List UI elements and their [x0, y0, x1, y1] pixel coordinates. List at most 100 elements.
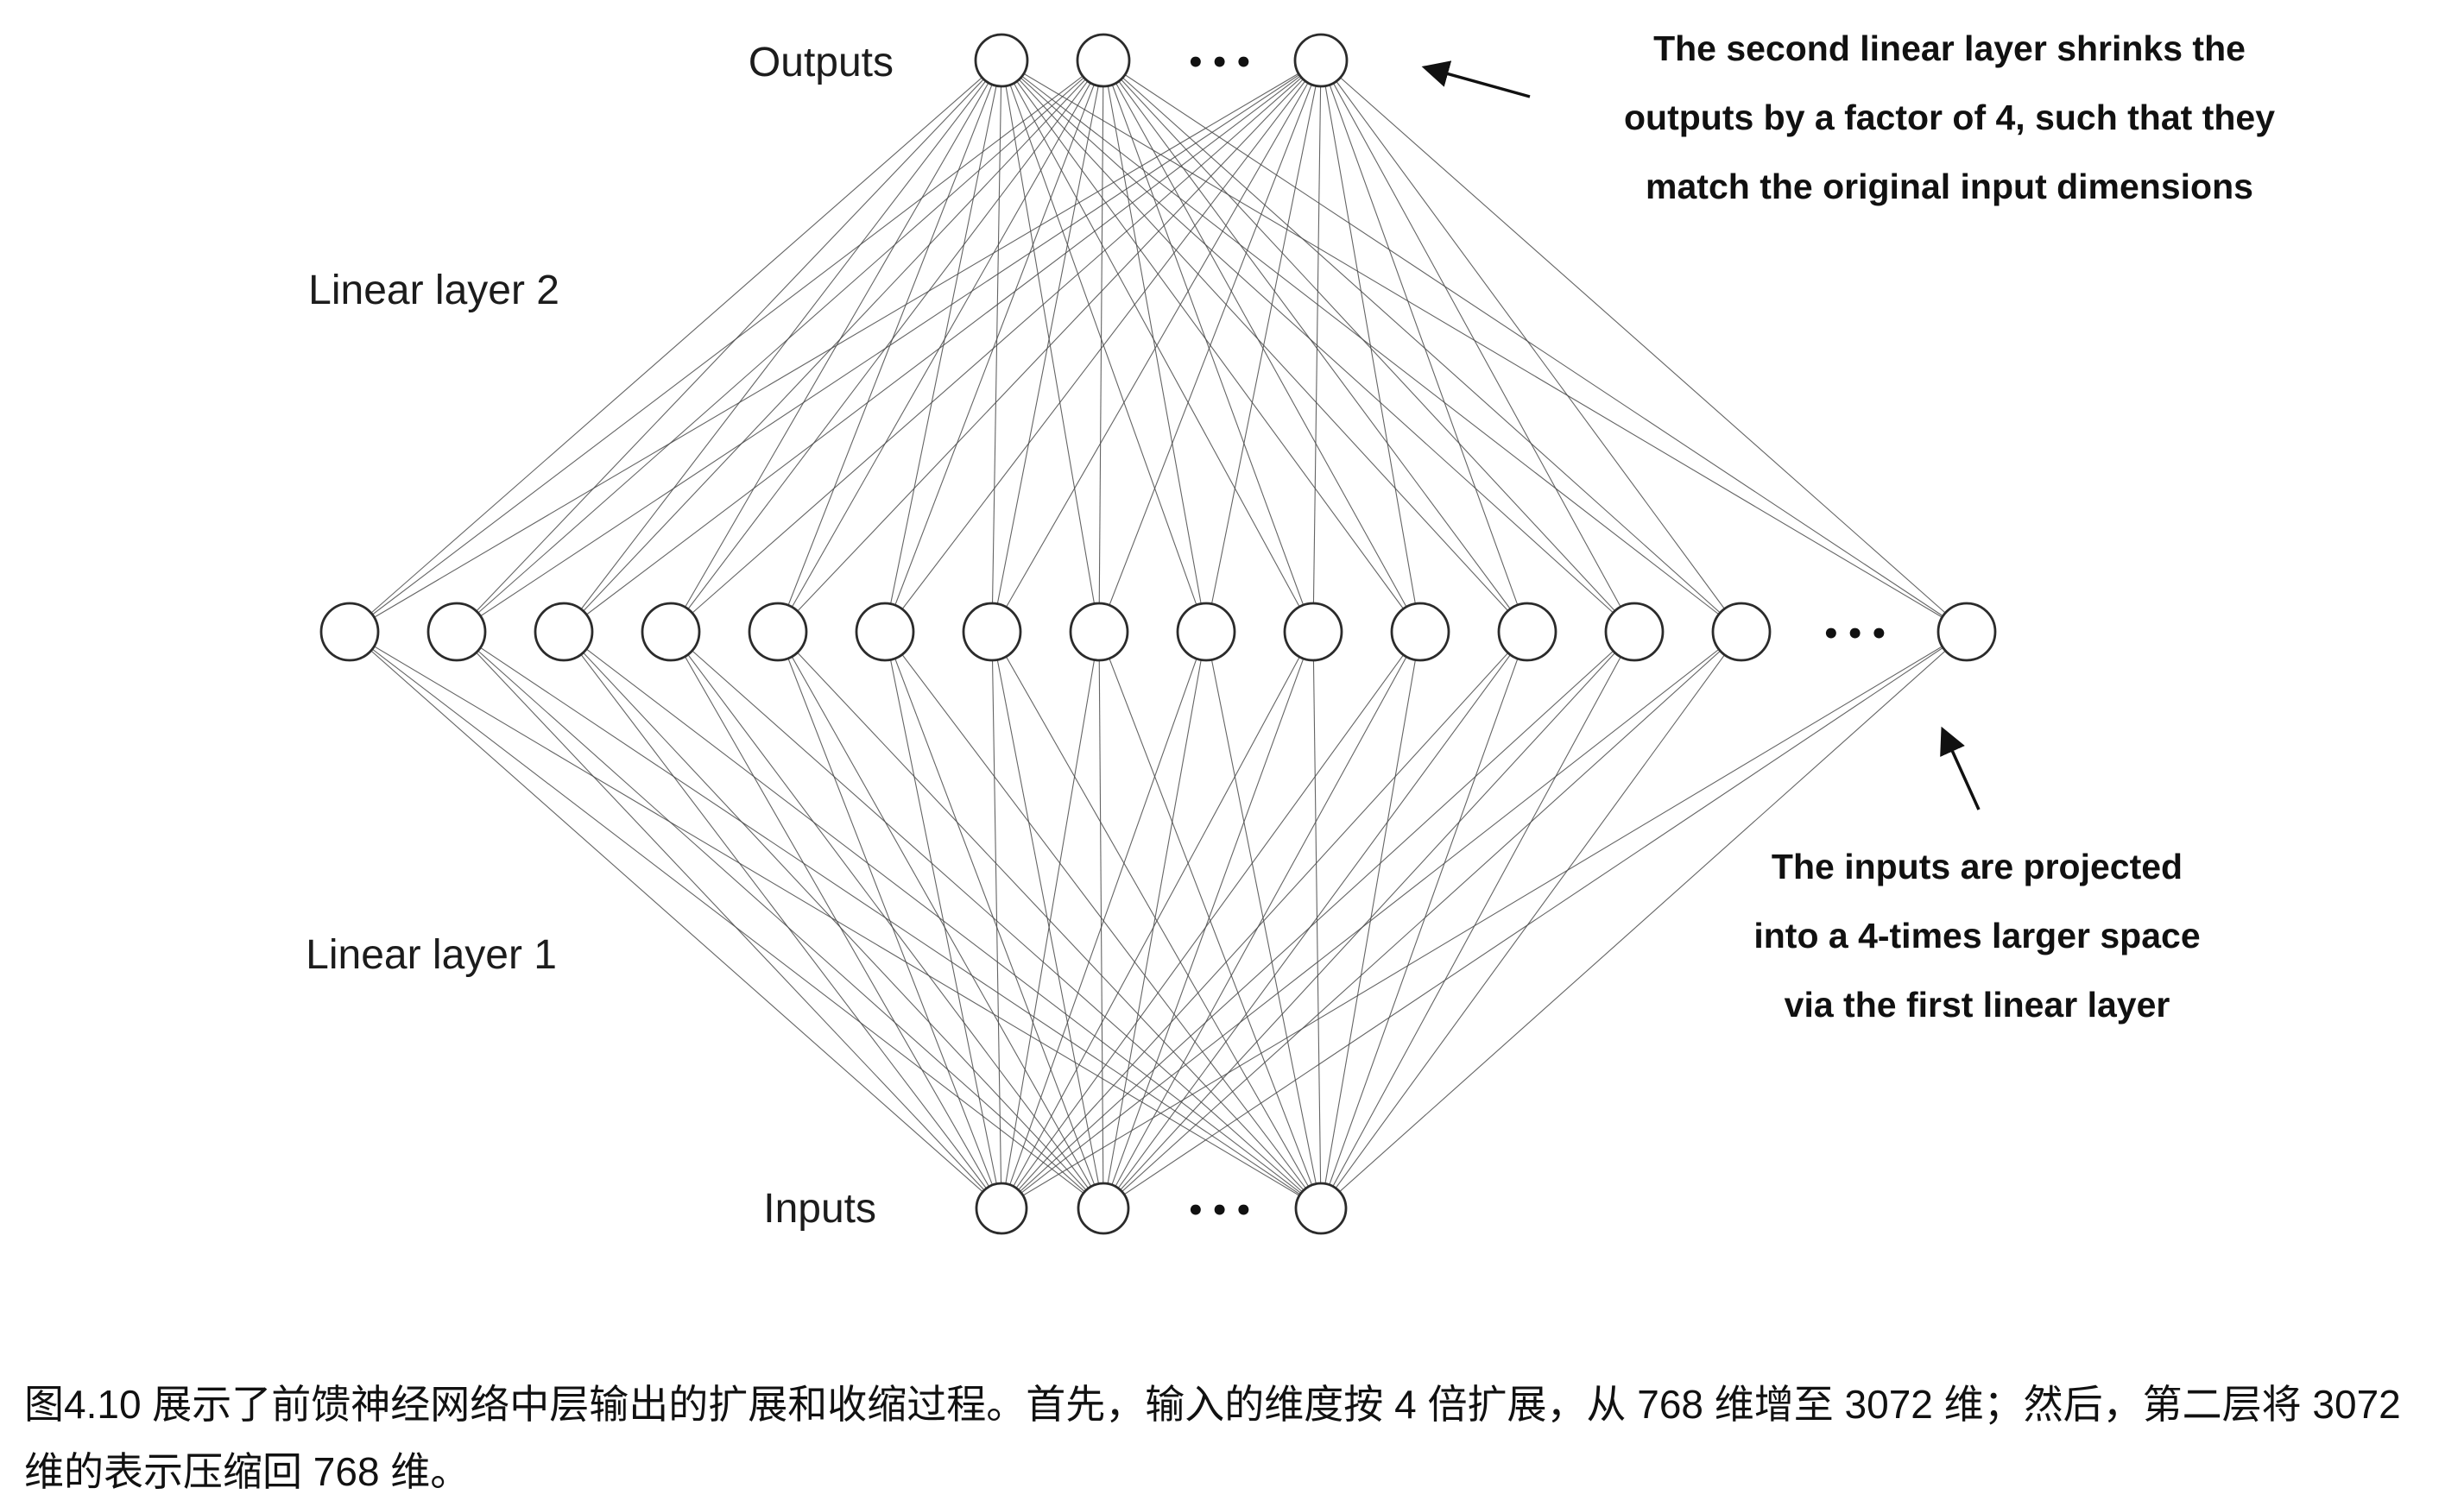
- network-node: [855, 602, 915, 662]
- network-node: [1283, 602, 1343, 662]
- network-edge: [991, 631, 1002, 1209]
- network-edge: [777, 60, 1002, 633]
- network-edge: [1320, 631, 1528, 1209]
- network-edge: [1102, 60, 1207, 633]
- network-edge: [884, 60, 1104, 633]
- network-edge: [884, 631, 1104, 1209]
- network-edge: [563, 631, 1322, 1209]
- network-node: [1069, 602, 1129, 662]
- network-edge: [1320, 631, 1742, 1209]
- network-edge: [1001, 60, 1635, 633]
- network-edge: [1001, 631, 1528, 1209]
- inputs-label: Inputs: [763, 1186, 876, 1232]
- network-edge: [1102, 60, 1421, 633]
- annotation-bottom-line-2: into a 4-times larger space: [1753, 916, 2200, 955]
- network-edge: [1320, 60, 1635, 633]
- outputs-label: Outputs: [749, 40, 894, 85]
- network-edge: [349, 631, 1104, 1209]
- network-edge: [670, 631, 1104, 1209]
- network-edge: [1001, 631, 1742, 1209]
- network-edge: [1001, 60, 1968, 633]
- annotation-bottom-line-1: The inputs are projected: [1772, 847, 2183, 886]
- network-edge: [349, 60, 1104, 633]
- network-edge: [1320, 60, 1742, 633]
- network-edge: [1320, 631, 1635, 1209]
- network-edge: [670, 60, 1322, 633]
- network-edge: [456, 631, 1002, 1209]
- annotation-bottom-line-3: via the first linear layer: [1785, 985, 2170, 1025]
- annotation-bottom-arrow: [1940, 726, 1981, 810]
- network-edge: [1098, 631, 1104, 1209]
- network-edge: [991, 60, 1322, 633]
- network-edge: [991, 631, 1104, 1209]
- network-edge: [991, 631, 1322, 1209]
- network-edge: [884, 60, 1322, 633]
- network-edge: [884, 631, 1002, 1209]
- network-edge: [1098, 60, 1322, 633]
- network-edge: [456, 60, 1104, 633]
- network-edge: [1205, 631, 1322, 1209]
- network-edge: [456, 60, 1002, 633]
- linear-layer-2-label: Linear layer 2: [308, 268, 559, 313]
- network-edge: [777, 631, 1104, 1209]
- network-edge: [1312, 631, 1322, 1209]
- network-node: [1497, 602, 1557, 662]
- network-edge: [456, 631, 1322, 1209]
- network-node: [1604, 602, 1665, 662]
- network-node: [1077, 1182, 1130, 1235]
- network-edge: [456, 631, 1104, 1209]
- network-edge: [1001, 60, 1421, 633]
- network-edge: [1001, 60, 1742, 633]
- network-edge: [1102, 60, 1742, 633]
- network-edge: [1102, 60, 1635, 633]
- network-node: [426, 602, 487, 662]
- network-edge: [1205, 60, 1322, 633]
- hidden-ellipsis: •••: [1822, 617, 1893, 652]
- network-edge: [349, 60, 1322, 633]
- network-edge: [884, 631, 1322, 1209]
- annotation-top-right: The second linear layer shrinks the outp…: [1421, 28, 2275, 206]
- network-edge: [777, 631, 1002, 1209]
- network-node: [974, 33, 1029, 88]
- network-node: [1936, 602, 1997, 662]
- annotation-top-arrow: [1421, 60, 1531, 98]
- network-edge: [1102, 631, 1968, 1209]
- network-node: [962, 602, 1022, 662]
- network-diagram: ••• ••• ••• Outputs Linear layer 2 Linea…: [306, 28, 2275, 1235]
- network-edge: [1312, 60, 1322, 633]
- network-edge: [349, 60, 1002, 633]
- network-edge: [563, 60, 1104, 633]
- network-edge: [1001, 60, 1528, 633]
- network-edge: [991, 60, 1002, 633]
- network-edge: [1001, 631, 1207, 1209]
- network-edge: [349, 631, 1322, 1209]
- network-edge: [670, 631, 1322, 1209]
- network-node: [975, 1182, 1028, 1235]
- network-edge: [1102, 631, 1528, 1209]
- network-edge: [1320, 60, 1421, 633]
- network-edge: [1102, 60, 1528, 633]
- network-node: [319, 602, 380, 662]
- network-edge: [777, 60, 1104, 633]
- node-layer: [319, 33, 1997, 1235]
- network-edge: [1001, 631, 1421, 1209]
- network-edge: [1001, 631, 1968, 1209]
- input-ellipsis: •••: [1186, 1194, 1258, 1228]
- annotation-top-line-2: outputs by a factor of 4, such that they: [1624, 98, 2275, 137]
- network-edge: [777, 60, 1322, 633]
- network-edge: [563, 60, 1322, 633]
- network-edge: [456, 60, 1322, 633]
- network-edge: [1001, 631, 1314, 1209]
- network-edge: [1320, 60, 1528, 633]
- network-edge: [563, 631, 1002, 1209]
- annotation-top-line-1: The second linear layer shrinks the: [1653, 28, 2246, 68]
- network-edge: [1001, 631, 1635, 1209]
- network-edge: [563, 60, 1002, 633]
- network-edge: [1102, 631, 1742, 1209]
- network-node: [1390, 602, 1450, 662]
- network-node: [1293, 33, 1349, 88]
- network-edge: [1001, 60, 1207, 633]
- network-edge: [777, 631, 1322, 1209]
- linear-layer-1-label: Linear layer 1: [306, 932, 557, 978]
